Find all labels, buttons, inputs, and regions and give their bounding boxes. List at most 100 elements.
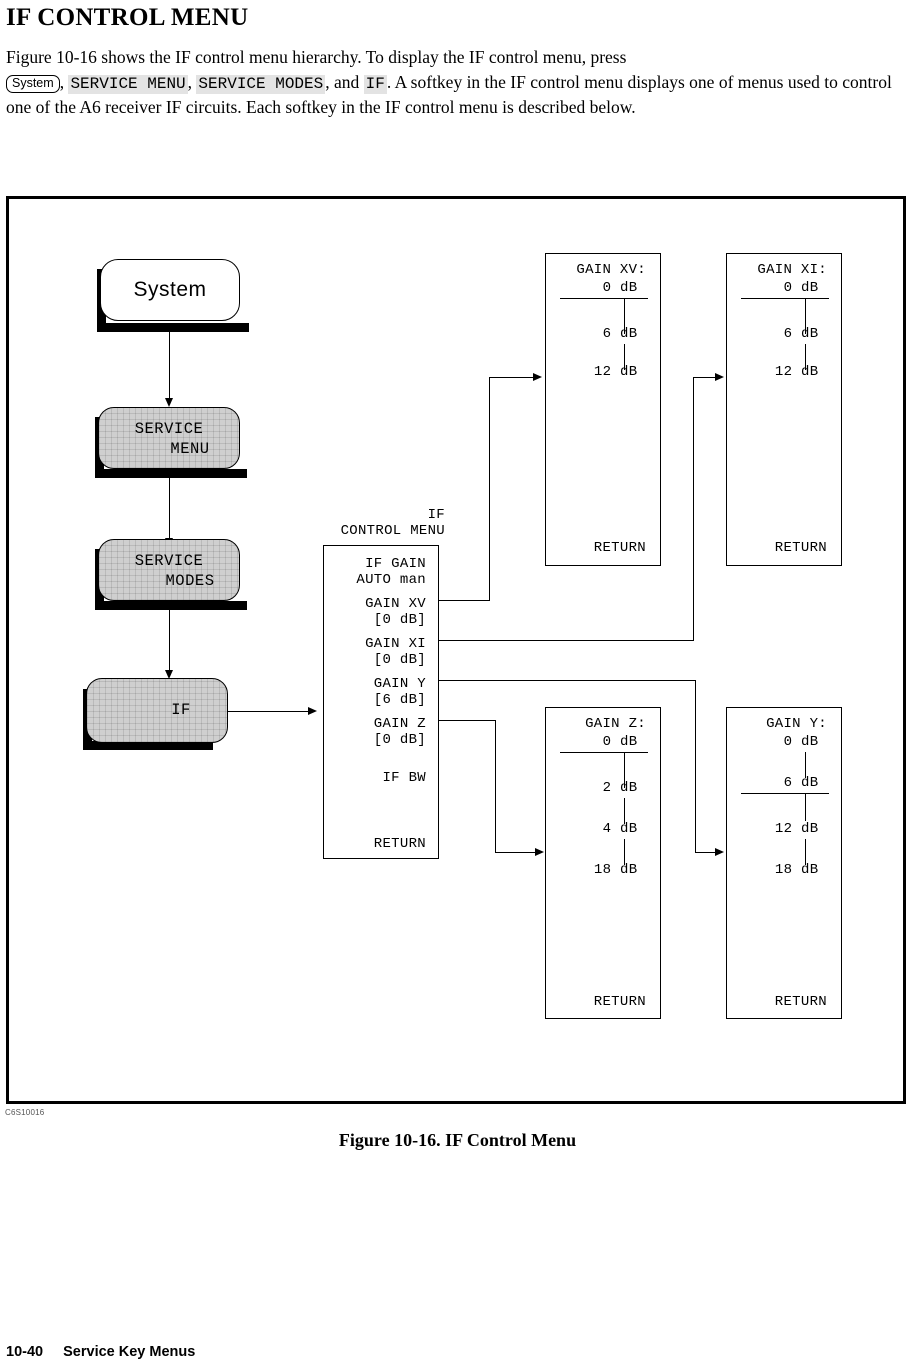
panel-gain-y-selection-underline: [741, 793, 829, 795]
arrow-service-modes-to-if: [165, 670, 173, 679]
panel-gain-xi: GAIN XI: 0 dB 6 dB 12 dB RETURN: [726, 253, 842, 566]
panel-gain-y-stem-1: [805, 793, 807, 821]
softkey-service-menu[interactable]: SERVICE MENU: [98, 407, 240, 469]
panel-gain-z-option-3[interactable]: 18 dB: [546, 862, 646, 878]
page-title: IF CONTROL MENU: [6, 4, 249, 31]
inline-softkey-service-modes[interactable]: SERVICE MODES: [196, 75, 326, 94]
connector-gain-xi-h2: [693, 377, 717, 379]
intro-paragraph: Figure 10-16 shows the IF control menu h…: [6, 45, 902, 120]
panel-gain-y-option-2[interactable]: 12 dB: [727, 821, 827, 837]
panel-gain-z-option-0[interactable]: 0 dB: [546, 734, 646, 750]
panel-gain-z-option-3-value: 18: [593, 862, 612, 878]
panel-gain-z-option-0-value: 0: [602, 734, 612, 750]
panel-gain-xv-option-0-value: 0: [602, 280, 612, 296]
connector-if-to-control-menu: [228, 711, 309, 713]
panel-gain-xi-option-0-unit: dB: [801, 280, 819, 296]
softkey-service-modes-line1: SERVICE: [134, 552, 204, 570]
panel-gain-z-option-3-unit: dB: [620, 862, 638, 878]
menu-item-return[interactable]: RETURN: [324, 836, 426, 852]
panel-gain-y-stem-2: [805, 839, 807, 865]
panel-gain-xv-stem-1: [624, 344, 626, 370]
panel-gain-xi-return[interactable]: RETURN: [774, 540, 827, 556]
panel-gain-xi-option-0[interactable]: 0 dB: [727, 280, 827, 296]
system-key-shadow-bottom: [97, 323, 249, 332]
menu-item-if-bw-label: IF BW: [382, 770, 426, 786]
panel-gain-xi-title: GAIN XI:: [757, 262, 827, 278]
intro-comma-1: ,: [59, 72, 65, 92]
panel-gain-z-option-2[interactable]: 4 dB: [546, 821, 646, 837]
menu-item-gain-z[interactable]: GAIN Z [0 dB]: [324, 716, 426, 748]
panel-gain-y-option-3-unit: dB: [801, 862, 819, 878]
menu-item-if-bw[interactable]: IF BW: [324, 770, 426, 786]
panel-gain-xv-selection-underline: [560, 298, 648, 300]
panel-gain-xi-option-2[interactable]: 12 dB: [727, 364, 827, 380]
connector-service-menu-to-service-modes: [169, 478, 171, 540]
menu-item-gain-xv[interactable]: GAIN XV [0 dB]: [324, 596, 426, 628]
panel-gain-y: GAIN Y: 0 dB 6 dB 12 dB 18 dB RETURN: [726, 707, 842, 1019]
if-key-shadow-bottom: [83, 741, 213, 750]
panel-gain-z-selection-underline: [560, 752, 648, 754]
footer-section-title: Service Key Menus: [63, 1344, 196, 1360]
panel-gain-xv-option-0[interactable]: 0 dB: [546, 280, 646, 296]
panel-gain-xv-return[interactable]: RETURN: [593, 540, 646, 556]
panel-gain-z: GAIN Z: 0 dB 2 dB 4 dB 18 dB RETURN: [545, 707, 661, 1019]
panel-gain-xi-option-1-unit: dB: [801, 326, 819, 342]
connector-gain-y-h2: [695, 852, 717, 854]
figure-caption: Figure 10-16. IF Control Menu: [338, 1130, 577, 1150]
softkey-if[interactable]: IF: [86, 678, 228, 743]
connector-gain-y-v: [695, 680, 697, 852]
panel-gain-y-option-3[interactable]: 18 dB: [727, 862, 827, 878]
panel-gain-y-option-2-value: 12: [774, 821, 793, 837]
panel-gain-xi-option-1[interactable]: 6 dB: [727, 326, 827, 342]
hardkey-system[interactable]: System: [100, 259, 240, 321]
panel-gain-y-option-3-value: 18: [774, 862, 793, 878]
menu-item-if-gain-value: AUTO man: [356, 572, 426, 588]
if-control-menu-title-line2: CONTROL MENU: [340, 523, 445, 539]
connector-gain-y-h1: [439, 680, 696, 682]
inline-softkey-service-menu[interactable]: SERVICE MENU: [68, 75, 188, 94]
panel-gain-z-option-1[interactable]: 2 dB: [546, 780, 646, 796]
if-control-menu-title: IF CONTROL MENU: [323, 507, 445, 539]
panel-gain-z-stem-2: [624, 839, 626, 865]
inline-key-system[interactable]: System: [6, 75, 60, 93]
connector-gain-xv-h1: [439, 600, 490, 602]
panel-gain-y-return[interactable]: RETURN: [774, 994, 827, 1010]
arrow-gain-xv-to-panel: [533, 373, 542, 381]
panel-gain-xi-stem-0: [805, 298, 807, 334]
menu-item-gain-y[interactable]: GAIN Y [6 dB]: [324, 676, 426, 708]
menu-item-gain-xi-value: [0 dB]: [373, 652, 426, 668]
panel-gain-z-return[interactable]: RETURN: [593, 994, 646, 1010]
panel-gain-xv-option-2[interactable]: 12 dB: [546, 364, 646, 380]
menu-item-if-gain[interactable]: IF GAIN AUTO man: [324, 556, 426, 588]
arrow-gain-xi-to-panel: [715, 373, 724, 381]
panel-gain-y-option-1[interactable]: 6 dB: [727, 775, 827, 791]
softkey-if-label: IF: [171, 701, 191, 719]
arrow-system-to-service-menu: [165, 398, 173, 407]
menu-item-gain-xi-label: GAIN XI: [365, 636, 426, 652]
connector-system-to-service-menu: [169, 332, 171, 400]
panel-gain-z-stem-0: [624, 752, 626, 788]
panel-gain-xv-option-2-value: 12: [593, 364, 612, 380]
panel-gain-xv-stem-0: [624, 298, 626, 334]
hardkey-system-label: System: [133, 278, 207, 301]
connector-gain-xv-v: [489, 377, 491, 601]
connector-service-modes-to-if: [169, 610, 171, 672]
menu-item-gain-xi[interactable]: GAIN XI [0 dB]: [324, 636, 426, 668]
softkey-service-modes[interactable]: SERVICE MODES: [98, 539, 240, 601]
intro-text-part2: . A softkey in the IF control menu displ…: [6, 72, 892, 117]
panel-gain-y-option-1-unit: dB: [801, 775, 819, 791]
menu-item-gain-xv-label: GAIN XV: [365, 596, 426, 612]
page-footer: 10-40 Service Key Menus: [6, 1344, 195, 1360]
menu-item-if-gain-label: IF GAIN: [365, 556, 426, 572]
panel-gain-z-title: GAIN Z:: [585, 716, 646, 732]
inline-softkey-if[interactable]: IF: [363, 75, 387, 94]
panel-gain-xi-stem-1: [805, 344, 807, 370]
panel-gain-xv-option-0-unit: dB: [620, 280, 638, 296]
panel-gain-y-option-1-value: 6: [783, 775, 793, 791]
panel-gain-z-stem-1: [624, 798, 626, 824]
panel-gain-y-option-0[interactable]: 0 dB: [727, 734, 827, 750]
menu-item-gain-y-label: GAIN Y: [373, 676, 426, 692]
panel-gain-xv-option-1[interactable]: 6 dB: [546, 326, 646, 342]
menu-item-return-label: RETURN: [373, 836, 426, 852]
footer-page-number: 10-40: [6, 1344, 44, 1360]
